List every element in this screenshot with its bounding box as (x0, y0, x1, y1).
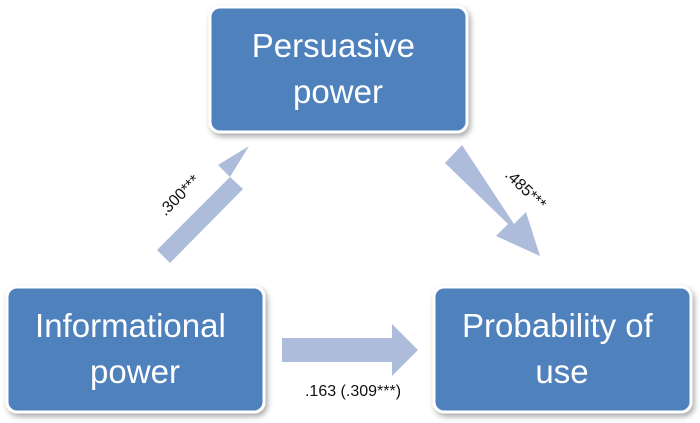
arrow-persuasive-to-probability (445, 145, 540, 256)
node-probability-of-use (432, 285, 693, 414)
node-persuasive-power (208, 5, 469, 134)
probability-line-1: Probability of (462, 307, 654, 344)
probability-of-use-label: Probability of use (462, 307, 662, 390)
edge-label-info-to-probability: .163 (.309***) (305, 383, 401, 400)
informational-power-label: Informational power (35, 307, 235, 390)
persuasive-line-2: power (293, 73, 383, 110)
arrow-info-to-persuasive (157, 146, 249, 263)
informational-line-2: power (90, 353, 180, 390)
arrow-info-to-probability (282, 324, 418, 376)
node-informational-power (5, 285, 266, 414)
edge-label-persuasive-to-probability: .485*** (501, 166, 549, 213)
persuasive-power-label: Persuasive power (252, 27, 424, 110)
persuasive-line-1: Persuasive (252, 27, 415, 64)
informational-line-1: Informational (35, 307, 226, 344)
probability-line-2: use (535, 353, 588, 390)
